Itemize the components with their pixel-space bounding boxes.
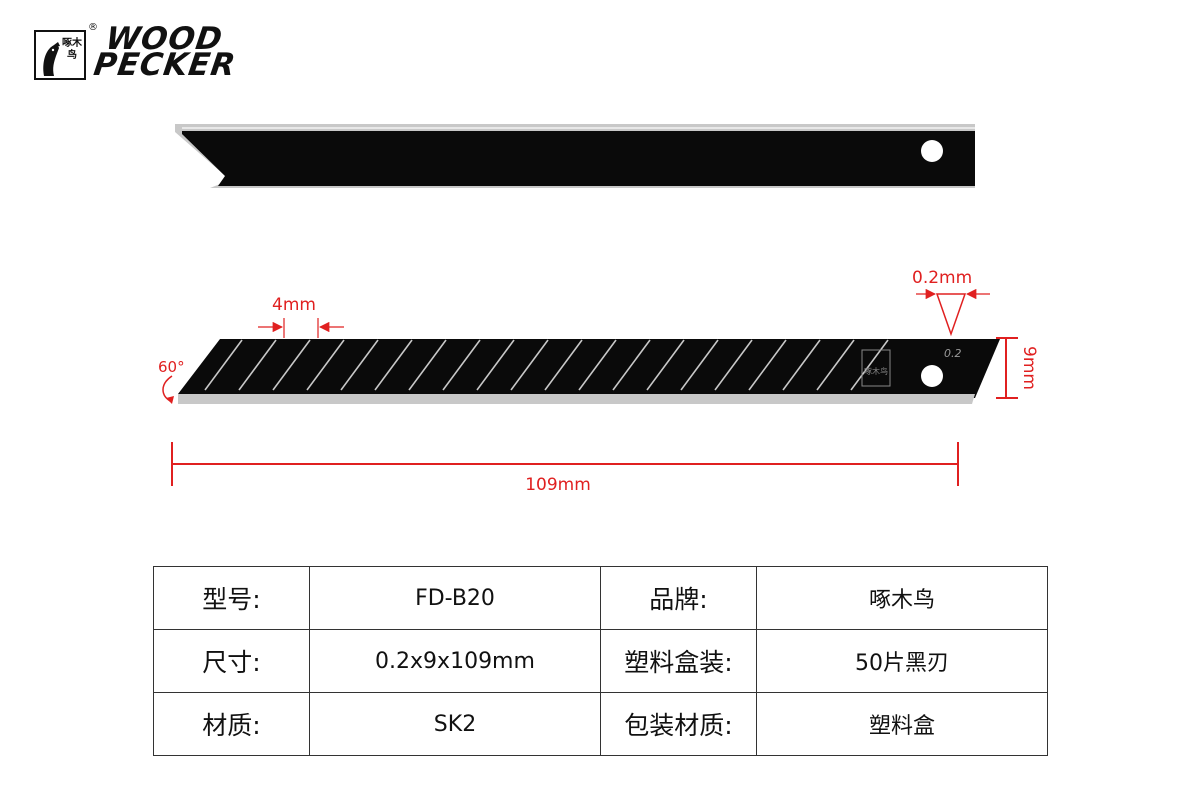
blade-stamp-text: 0.2 (944, 347, 962, 360)
woodpecker-bird-icon (43, 42, 60, 76)
spec-value-size: 0.2x9x109mm (309, 629, 601, 693)
thickness-dimension: 0.2mm (912, 268, 990, 337)
spec-key-material: 材质: (153, 692, 310, 756)
brand-logo: 啄木鸟 ® WOOD PECKER (30, 21, 320, 84)
spec-key-model: 型号: (153, 566, 310, 630)
logo-cn-text: 啄木鸟 (62, 38, 82, 61)
spec-key-package-material: 包装材质: (600, 692, 757, 756)
blade-top (175, 124, 975, 188)
registered-mark: ® (88, 22, 98, 33)
table-row: 尺寸: 0.2x9x109mm 塑料盒装: 50片黑刃 (153, 629, 1048, 693)
spec-value-package-material: 塑料盒 (756, 692, 1048, 756)
height-dimension: 9mm (996, 337, 1039, 399)
logo-emblem: 啄木鸟 (34, 30, 86, 80)
blade-diagram: 啄木鸟 0.2 60° 4mm 0.2mm 9mm 109mm (158, 124, 1039, 495)
segment-dimension: 4mm (258, 295, 344, 338)
spec-table: 型号: FD-B20 品牌: 啄木鸟 尺寸: 0.2x9x109mm 塑料盒装:… (153, 566, 1048, 756)
spec-value-model: FD-B20 (309, 566, 601, 630)
height-dimension-label: 9mm (1019, 346, 1039, 390)
table-row: 材质: SK2 包装材质: 塑料盒 (153, 692, 1048, 756)
spec-value-material: SK2 (309, 692, 601, 756)
spec-key-brand: 品牌: (600, 566, 757, 630)
spec-value-packing: 50片黑刃 (756, 629, 1048, 693)
table-row: 型号: FD-B20 品牌: 啄木鸟 (153, 566, 1048, 630)
segment-dimension-label: 4mm (272, 295, 316, 315)
angle-label: 60° (158, 358, 185, 376)
spec-key-size: 尺寸: (153, 629, 310, 693)
angle-marker: 60° (158, 358, 185, 404)
snap-lines (204, 339, 889, 391)
blade-bottom: 啄木鸟 0.2 (178, 339, 1000, 404)
blade-stamp-box (861, 349, 891, 387)
spec-key-packing: 塑料盒装: (600, 629, 757, 693)
length-dimension: 109mm (171, 442, 959, 495)
blade-hole-bottom (921, 365, 943, 387)
blade-hole-top (921, 140, 943, 162)
blade-stamp-cn: 啄木鸟 (864, 366, 888, 376)
spec-value-brand: 啄木鸟 (756, 566, 1048, 630)
thickness-dimension-label: 0.2mm (912, 268, 972, 288)
length-dimension-label: 109mm (525, 475, 591, 495)
